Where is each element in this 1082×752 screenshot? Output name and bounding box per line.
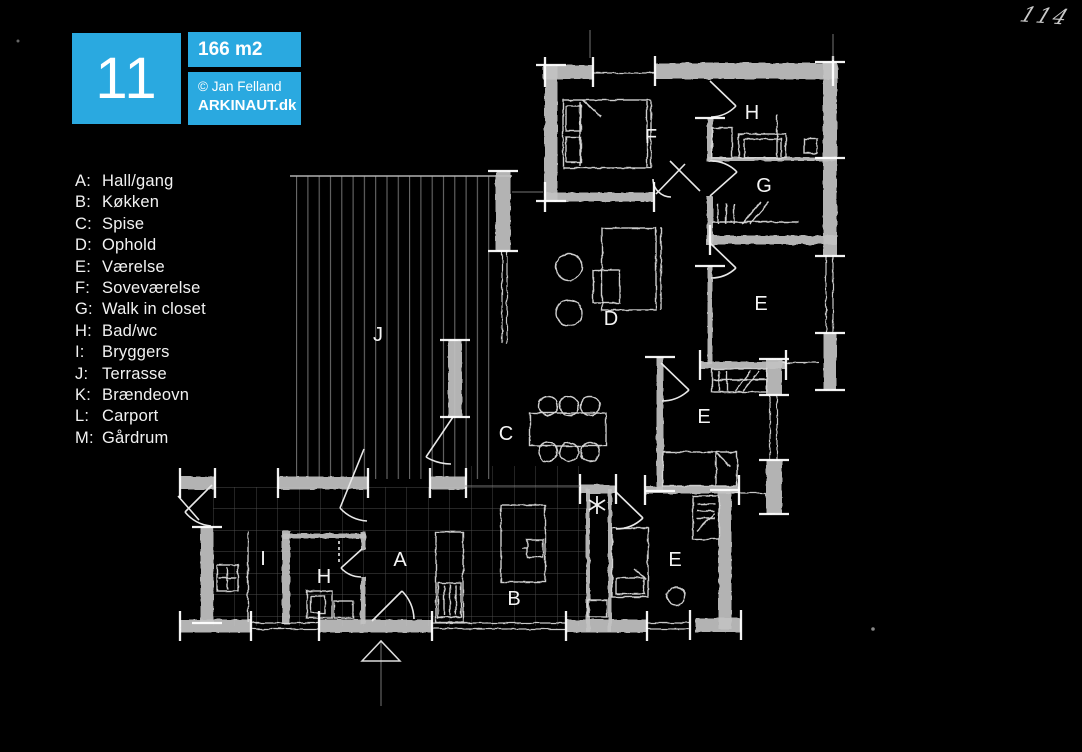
legend-item-key: G: <box>75 300 93 319</box>
legend-item: D: Ophold <box>75 235 206 256</box>
room-label-h: H <box>745 102 759 124</box>
legend-item-label: Brændeovn <box>102 386 190 405</box>
legend-item: L: Carport <box>75 406 206 427</box>
legend-item-key: C: <box>75 214 92 233</box>
walls-layer <box>180 62 838 633</box>
legend-item: I: Bryggers <box>75 342 206 363</box>
entrance-triangle-marker <box>360 639 402 662</box>
tile-floor-grid <box>213 466 588 626</box>
area-badge: 166 m2 <box>188 32 301 67</box>
legend-item-key: H: <box>75 321 92 340</box>
plan-number: 11 <box>95 46 158 111</box>
room-label-b: B <box>507 588 520 610</box>
credit-author: © Jan Felland <box>198 79 282 94</box>
room-label-f: F <box>645 126 657 148</box>
room-label-j: J <box>373 324 383 346</box>
legend-item-label: Ophold <box>102 236 157 255</box>
legend-item-label: Carport <box>102 407 159 426</box>
legend-item: G: Walk in closet <box>75 299 206 320</box>
terrace-deck-lines <box>290 175 512 479</box>
legend-item-key: K: <box>75 386 91 405</box>
legend-item: F: Soveværelse <box>75 278 206 299</box>
credit-site: ARKINAUT.dk <box>198 97 297 114</box>
room-label-e: E <box>697 406 710 428</box>
legend-item-label: Gårdrum <box>102 428 169 447</box>
legend-item-key: L: <box>75 407 90 426</box>
legend-item-label: Køkken <box>102 193 160 212</box>
legend-item-key: B: <box>75 193 91 212</box>
room-label-c: C <box>499 423 513 445</box>
legend-item-key: D: <box>75 236 92 255</box>
legend-item: B: Køkken <box>75 192 206 213</box>
legend-item-key: A: <box>75 172 91 190</box>
legend-item: J: Terrasse <box>75 364 206 385</box>
legend-item-key: I: <box>75 343 85 362</box>
legend-item: H: Bad/wc <box>75 321 206 342</box>
legend-item-label: Terrasse <box>102 364 167 383</box>
room-label-g: G <box>756 175 772 197</box>
legend-item-key: M: <box>75 428 94 447</box>
room-label-e: E <box>668 549 681 571</box>
legend-item-key: E: <box>75 257 91 276</box>
wall-ticks-layer <box>178 56 845 641</box>
furniture-layer <box>216 99 818 623</box>
legend-item: K: Brændeovn <box>75 385 206 406</box>
wood-stove-symbol <box>588 496 606 514</box>
room-label-i: I <box>260 548 266 570</box>
legend-item-label: Walk in closet <box>102 300 206 319</box>
annotations-layer <box>16 30 875 706</box>
legend-item: A: Hall/gang <box>75 171 206 192</box>
room-label-a: A <box>393 549 407 571</box>
dust-speck <box>871 627 875 631</box>
legend-item-label: Hall/gang <box>102 172 174 190</box>
room-labels-layer: F H G E D J E C A H I B E <box>260 102 772 610</box>
legend-item-label: Spise <box>102 214 145 233</box>
area-label: 166 m2 <box>198 39 263 60</box>
plan-number-badge: 11 <box>72 33 181 124</box>
credit-badge: © Jan Felland ARKINAUT.dk <box>188 72 301 125</box>
handwritten-page-number: 114 <box>1016 2 1075 30</box>
room-label-d: D <box>604 308 618 330</box>
legend-item: C: Spise <box>75 214 206 235</box>
room-label-e: E <box>754 293 767 315</box>
legend-item-key: F: <box>75 279 91 298</box>
legend-item: E: Værelse <box>75 257 206 278</box>
dust-speck <box>16 39 20 43</box>
legend-item-label: Bryggers <box>102 343 170 362</box>
legend-item-label: Bad/wc <box>102 321 158 340</box>
legend-item-key: J: <box>75 364 89 383</box>
doors-layer <box>177 80 738 622</box>
room-label-h: H <box>317 566 331 588</box>
legend-item-label: Soveværelse <box>102 279 201 298</box>
legend-item-label: Værelse <box>102 257 165 276</box>
legend-item: M: Gårdrum <box>75 428 206 449</box>
